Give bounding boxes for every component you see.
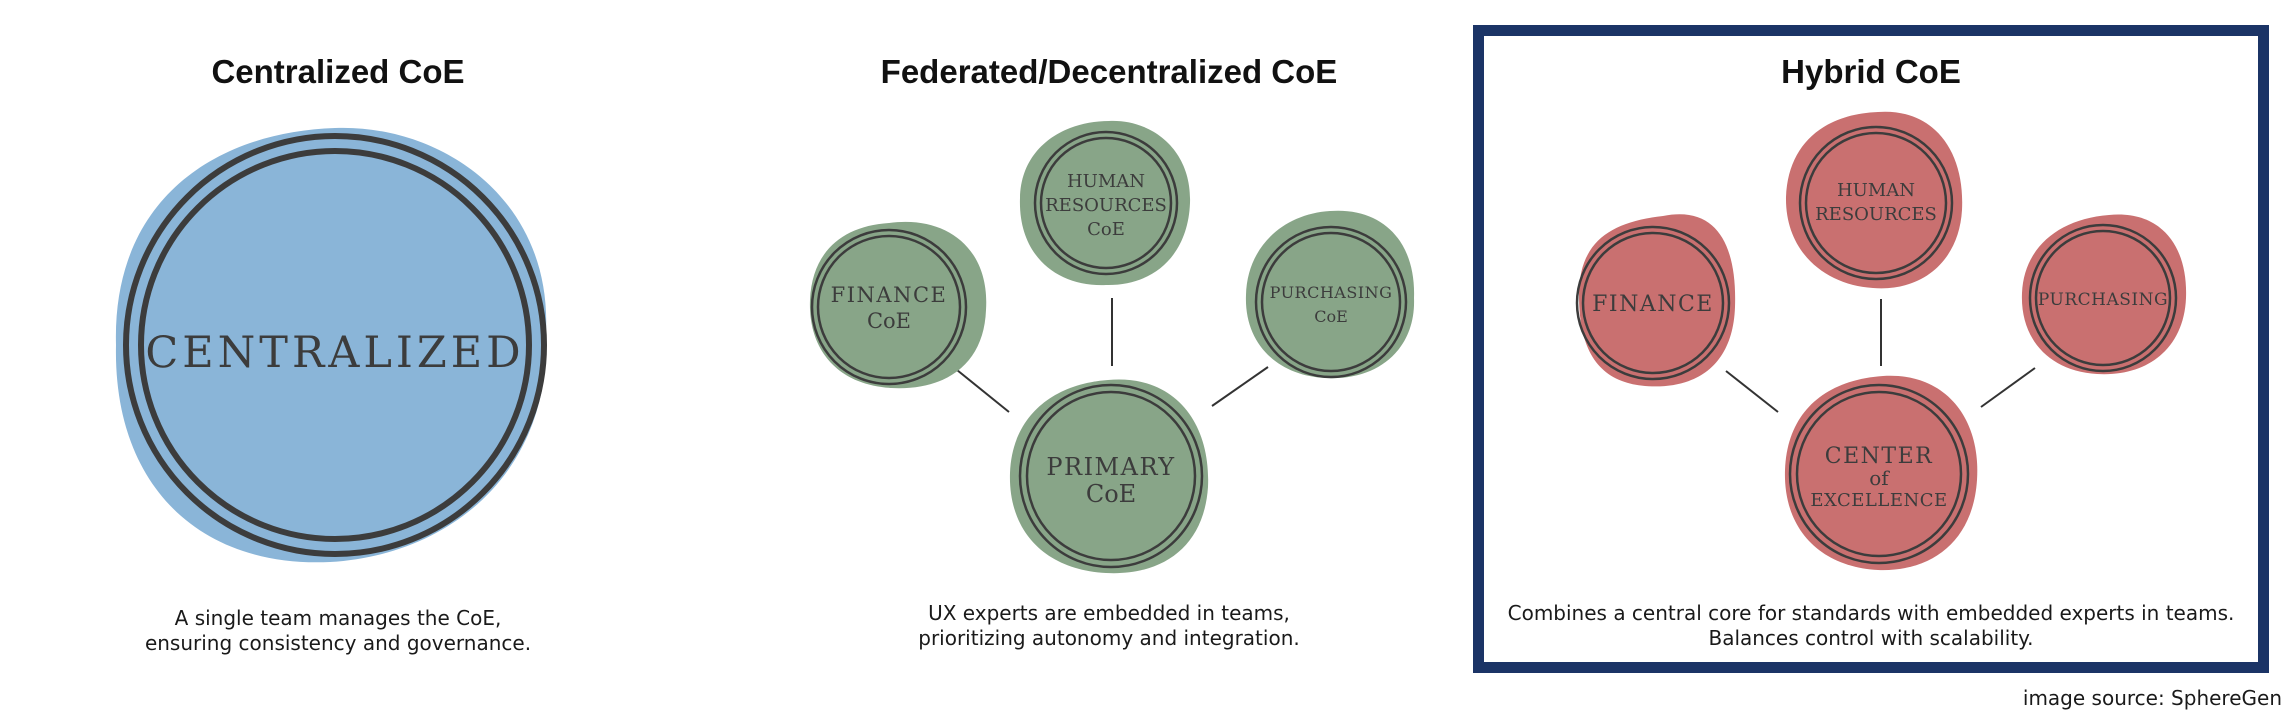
- seal-inner-ring: [816, 234, 962, 380]
- seal-inner-ring: [1804, 131, 1948, 275]
- hybrid-title: Hybrid CoE: [1781, 53, 1961, 90]
- centralized-caption: A single team manages the CoE, ensuring …: [144, 606, 532, 655]
- hybrid-connectors: [1725, 299, 2036, 413]
- seal-blob: [809, 221, 987, 389]
- hybrid-seal-finance: FINANCE: [1575, 214, 1736, 387]
- seal-blob: [2021, 214, 2187, 375]
- seal-line: HUMAN: [1837, 180, 1915, 201]
- hybrid-seal-center: CENTER of EXCELLENCE: [1784, 375, 1978, 571]
- federated-seal-finance: FINANCE CoE: [809, 221, 987, 389]
- federated-seal-hr: HUMAN RESOURCES CoE: [1019, 120, 1191, 286]
- hybrid-panel-frame: [1473, 25, 2269, 673]
- seal-outer-ring: [1018, 383, 1204, 569]
- hybrid-panel: Hybrid CoE HUMAN RESOURCES FINANCE PURC: [1473, 0, 2269, 721]
- hybrid-diagram: HUMAN RESOURCES FINANCE PURCHASING CENTE…: [1575, 111, 2187, 571]
- seal-line: RESOURCES: [1045, 195, 1167, 216]
- centralized-seal-inner-ring: [138, 148, 532, 542]
- centralized-title: Centralized CoE: [211, 53, 465, 90]
- seal-line: PURCHASING: [2038, 290, 2168, 310]
- seal-inner-ring: [1795, 390, 1963, 558]
- connector-finance-primary: [956, 369, 1010, 413]
- connector-purchasing-center: [1980, 367, 2036, 408]
- seal-line: CoE: [1086, 480, 1136, 508]
- seal-inner-ring: [1025, 390, 1197, 562]
- federated-caption: UX experts are embedded in teams, priori…: [918, 601, 1300, 650]
- seal-inner-ring: [1581, 231, 1725, 375]
- centralized-diagram: CENTRALIZED: [115, 127, 547, 563]
- seal-blob: [1019, 120, 1191, 286]
- seal-outer-ring: [1788, 383, 1970, 565]
- seal-outer-ring: [1575, 225, 1731, 381]
- seal-line: CoE: [1087, 219, 1125, 240]
- seal-outer-ring: [810, 228, 968, 386]
- hybrid-seal-hr: HUMAN RESOURCES: [1785, 111, 1963, 289]
- hybrid-seal-purchasing: PURCHASING: [2021, 214, 2187, 375]
- seal-outer-ring: [1798, 125, 1954, 281]
- seal-blob: [1784, 375, 1978, 571]
- federated-seal-primary: PRIMARY CoE: [1009, 379, 1209, 574]
- seal-line: PRIMARY: [1046, 453, 1175, 481]
- connector-finance-center: [1725, 370, 1779, 413]
- federated-seal-purchasing: PURCHASING CoE: [1245, 210, 1415, 379]
- image-source-credit: image source: SphereGen: [2022, 686, 2282, 710]
- seal-line: CoE: [1314, 307, 1348, 326]
- centralized-seal-label: CENTRALIZED: [145, 328, 524, 378]
- seal-line: CoE: [867, 309, 911, 333]
- seal-blob: [1009, 379, 1209, 574]
- seal-outer-ring: [1033, 130, 1179, 276]
- seal-outer-ring: [1254, 225, 1408, 379]
- seal-line: FINANCE: [1592, 292, 1714, 317]
- seal-blob: [1579, 214, 1736, 387]
- seal-inner-ring: [1039, 136, 1173, 270]
- federated-panel: Federated/Decentralized CoE HUMAN RESOUR…: [756, 0, 1462, 721]
- connector-purchasing-primary: [1211, 366, 1269, 407]
- seal-line: FINANCE: [831, 283, 948, 307]
- seal-line: RESOURCES: [1815, 204, 1937, 225]
- hybrid-caption: Combines a central core for standards wi…: [1507, 601, 2235, 650]
- seal-line: CENTER: [1825, 444, 1933, 469]
- federated-connectors: [956, 298, 1269, 413]
- seal-line: of: [1869, 466, 1890, 490]
- centralized-seal-outer-ring: [123, 133, 547, 557]
- seal-line: EXCELLENCE: [1810, 490, 1947, 511]
- federated-title: Federated/Decentralized CoE: [880, 53, 1338, 90]
- seal-blob: [1785, 111, 1963, 289]
- seal-inner-ring: [1260, 231, 1402, 373]
- seal-line: PURCHASING: [1270, 283, 1393, 302]
- federated-diagram: HUMAN RESOURCES CoE FINANCE CoE PURCHASI…: [809, 120, 1415, 574]
- seal-inner-ring: [2034, 229, 2172, 367]
- seal-line: HUMAN: [1067, 171, 1145, 192]
- seal-outer-ring: [2028, 223, 2178, 373]
- seal-blob: [1245, 210, 1415, 379]
- centralized-panel: Centralized CoE CENTRALIZED A single tea…: [0, 0, 676, 721]
- centralized-seal-blob: [115, 127, 547, 563]
